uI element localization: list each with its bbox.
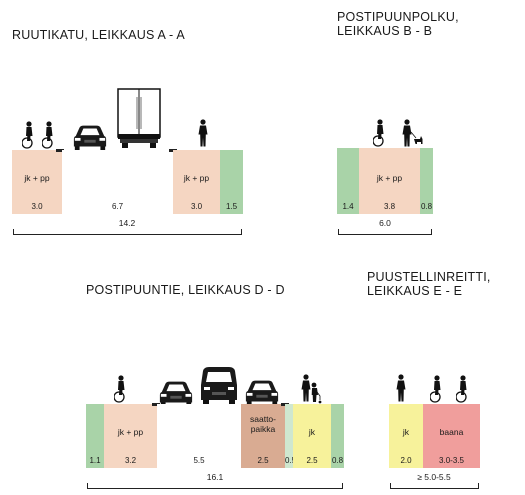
lane-drop-off: saatto- paikka 2.5: [241, 404, 285, 468]
lane-label: jk + pp: [24, 173, 50, 183]
cyclist-icon: [456, 374, 468, 403]
total-width-bracket: [87, 483, 343, 489]
van-icon: [201, 367, 237, 405]
dog-walker-icon: [402, 119, 423, 147]
pedestrian-icon: [198, 119, 208, 147]
section-e-title-line2: LEIKKAUS E - E: [367, 284, 463, 298]
lane-label: jk: [402, 427, 410, 437]
cyclist-icon: [373, 118, 385, 147]
section-b-cross-section: 1.4 jk + pp 3.8 0.8: [337, 148, 433, 214]
lane-width: 2.5: [306, 456, 318, 465]
lane-sidewalk: jk 2.5: [293, 404, 331, 468]
section-d-title: POSTIPUUNTIE, LEIKKAUS D - D: [86, 283, 285, 297]
lane-sidewalk: jk 2.0: [389, 404, 423, 468]
lane-carriageway: 5.5: [157, 404, 241, 468]
lane-width: 3.2: [124, 456, 137, 465]
lane-width: 1.4: [342, 202, 354, 211]
total-width-label: 6.0: [379, 218, 391, 228]
total-width-label: 16.1: [206, 472, 224, 482]
lane-label: jk + pp: [183, 173, 210, 183]
lane-width: 0.8: [331, 456, 344, 465]
lane-width: 1.5: [225, 202, 238, 211]
total-width-bracket: [13, 229, 242, 235]
lane-width: 2.5: [257, 456, 269, 465]
section-b-title-line2: LEIKKAUS B - B: [337, 24, 433, 38]
section-b-title: POSTIPUUNPOLKU, LEIKKAUS B - B: [337, 10, 459, 38]
section-e-title-line1: PUUSTELLINREITTI,: [367, 270, 491, 284]
lane-walk-cycle: jk + pp 3.2: [104, 404, 157, 468]
lane-green-strip: 0.8: [420, 148, 433, 214]
stroller-icon: [311, 382, 322, 404]
lane-green-strip: 1.5: [220, 150, 243, 214]
lane-walk-cycle: jk + pp 3.8: [359, 148, 420, 214]
total-width-bracket: [338, 229, 432, 235]
curb: [152, 403, 160, 406]
cyclist-icon: [114, 374, 126, 403]
lane-label: jk + pp: [376, 173, 403, 183]
cyclist-icon: [22, 120, 34, 149]
section-d-cross-section: 1.1 jk + pp 3.2 5.5 saatto- paikka 2.5 0…: [86, 403, 344, 468]
lane-cycle-highway: baana 3.0-3.5: [423, 404, 480, 468]
lane-walk-cycle: jk + pp 3.0: [12, 150, 62, 214]
lane-walk-cycle: jk + pp 3.0: [173, 150, 220, 214]
section-b-title-line1: POSTIPUUNPOLKU,: [337, 10, 459, 24]
lane-green-strip: 1.1: [86, 404, 104, 468]
total-width-bracket: [390, 483, 479, 489]
curb: [56, 149, 64, 152]
total-width-label: 14.2: [118, 218, 136, 228]
lane-label: jk: [308, 427, 316, 437]
lane-green-strip: 1.4: [337, 148, 359, 214]
lane-width: 0.8: [420, 202, 433, 211]
lane-width: 3.0: [31, 202, 43, 211]
lane-width: 2.0: [400, 456, 412, 465]
car-icon: [245, 380, 279, 407]
section-e-cross-section: jk 2.0 baana 3.0-3.5: [389, 404, 480, 468]
lane-width: 6.7: [111, 202, 124, 211]
lane-green-strip: 0.8: [331, 404, 344, 468]
lane-width: 0.5: [285, 456, 297, 465]
pedestrian-icon: [396, 374, 406, 402]
lane-carriageway: 6.7: [62, 150, 173, 214]
cyclist-icon: [430, 374, 442, 403]
total-width-label: ≥ 5.0-5.5: [417, 472, 451, 482]
lane-label: baana: [439, 427, 464, 437]
lane-width: 1.1: [89, 456, 101, 465]
cyclist-icon: [42, 120, 54, 149]
lane-width: 5.5: [193, 456, 205, 465]
lane-separator-strip: 0.5: [285, 404, 297, 468]
lane-width: 3.0-3.5: [439, 456, 464, 465]
section-e-title: PUUSTELLINREITTI, LEIKKAUS E - E: [367, 270, 491, 298]
lane-label: jk + pp: [117, 427, 144, 437]
truck-icon: [117, 88, 161, 149]
section-a-cross-section: jk + pp 3.0 6.7 jk + pp 3.0 1.5: [12, 149, 243, 214]
lane-width: 3.0: [190, 202, 203, 211]
section-a-title: RUUTIKATU, LEIKKAUS A - A: [12, 28, 185, 42]
lane-label: saatto- paikka: [250, 414, 276, 434]
car-icon: [73, 125, 107, 152]
lane-width: 3.8: [383, 202, 396, 211]
